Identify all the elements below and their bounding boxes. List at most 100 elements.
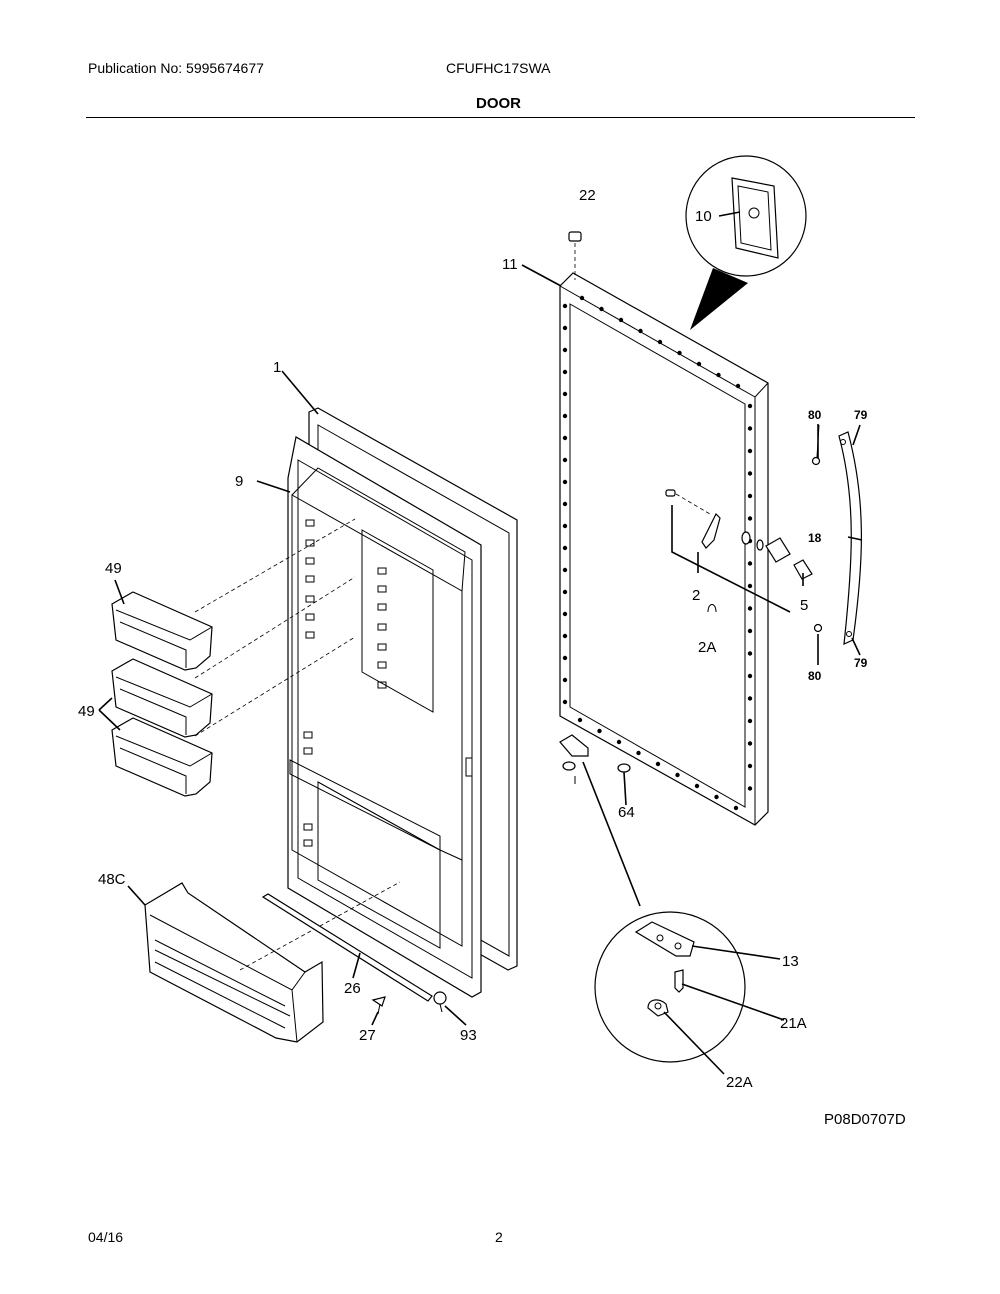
screw-hole <box>562 545 568 551</box>
screw-hole <box>616 739 622 745</box>
handle-screw-lower <box>813 623 823 633</box>
liner-clip-peg <box>305 519 315 527</box>
screw-hole <box>562 479 568 485</box>
model-number: CFUFHC17SWA <box>446 60 551 76</box>
label-18: 18 <box>808 531 822 545</box>
screw-hole <box>747 763 753 769</box>
header-rule <box>86 117 915 118</box>
screw-hole <box>735 383 741 389</box>
screw-hole <box>562 589 568 595</box>
bottom-hinge-detail-circle <box>594 911 746 1063</box>
screw-hole <box>562 457 568 463</box>
screw-hole <box>747 696 753 701</box>
fastener-93 <box>433 991 447 1013</box>
label-26: 26 <box>344 980 361 997</box>
screw-hole <box>677 350 682 356</box>
screw-hole <box>747 628 753 634</box>
label-80-top: 80 <box>808 408 822 422</box>
label-48C: 48C <box>98 871 126 888</box>
screw-hole <box>747 493 753 499</box>
footer-date: 04/16 <box>88 1229 124 1245</box>
top-plug <box>568 231 582 280</box>
page-number: 2 <box>495 1229 503 1245</box>
label-64: 64 <box>618 804 635 821</box>
screw-hole <box>618 317 624 323</box>
screw-hole <box>747 561 753 566</box>
liner-clip-peg <box>305 575 315 583</box>
label-5: 5 <box>800 597 808 614</box>
lock-assembly <box>665 489 813 613</box>
liner-clip-peg <box>377 623 387 631</box>
screw-hole <box>733 805 739 811</box>
liner-clip-peg <box>303 839 313 847</box>
screw-hole <box>562 699 568 705</box>
screw-hole <box>657 339 663 345</box>
screw-hole <box>577 717 583 723</box>
screw-hole <box>562 655 568 661</box>
screw-hole <box>562 501 568 507</box>
screw-hole <box>562 325 568 331</box>
screw-hole <box>675 772 680 778</box>
screw-hole <box>562 369 568 375</box>
label-79-bottom: 79 <box>854 656 868 670</box>
liner-clip-peg <box>305 539 315 547</box>
liner-clip-peg <box>377 681 387 689</box>
label-79-top: 79 <box>854 408 868 422</box>
screw-hole <box>562 633 568 639</box>
fastener-27 <box>371 996 386 1015</box>
liner-clip-peg <box>303 731 313 739</box>
liner-clip-peg <box>305 631 315 639</box>
label-2: 2 <box>692 587 700 604</box>
screw-hole <box>747 741 753 746</box>
screw-hole <box>562 413 568 419</box>
bottom-trim-bar <box>261 893 433 1002</box>
door-liner <box>287 436 482 998</box>
screw-hole <box>747 448 753 454</box>
liner-clip-peg <box>377 585 387 593</box>
screw-hole <box>747 403 753 409</box>
screw-hole <box>716 372 721 378</box>
screw-hole <box>747 673 753 679</box>
screw-hole <box>696 361 702 367</box>
screw-hole <box>636 750 641 756</box>
bottom-hinge-parts <box>559 734 631 784</box>
screw-hole <box>747 471 753 476</box>
screw-hole <box>638 328 643 334</box>
door-bin-lower <box>111 717 213 797</box>
bottom-door-bin <box>144 882 324 1043</box>
screw-hole <box>579 295 585 301</box>
screw-hole <box>694 783 700 789</box>
label-22A: 22A <box>726 1074 753 1091</box>
label-1: 1 <box>273 359 281 376</box>
door-bin-middle <box>111 658 213 738</box>
label-10: 10 <box>695 208 712 225</box>
label-22: 22 <box>579 187 596 204</box>
liner-clip-peg <box>305 613 315 621</box>
liner-clip-peg <box>303 823 313 831</box>
door-bin-upper <box>111 591 213 671</box>
label-21A: 21A <box>780 1015 807 1032</box>
liner-clip-peg <box>305 557 315 565</box>
screw-hole <box>562 523 568 529</box>
screw-hole <box>562 611 568 617</box>
diagram-code: P08D0707D <box>824 1111 906 1128</box>
label-13: 13 <box>782 953 799 970</box>
screw-hole <box>747 426 753 431</box>
liner-clip-peg <box>377 567 387 575</box>
screw-hole <box>747 651 753 656</box>
screw-hole <box>747 583 753 589</box>
label-9: 9 <box>235 473 243 490</box>
liner-clip-peg <box>377 643 387 651</box>
screw-hole <box>747 516 753 521</box>
publication-number: Publication No: 5995674677 <box>88 60 264 76</box>
section-title: DOOR <box>476 95 521 112</box>
screw-hole <box>655 761 661 767</box>
screw-hole <box>562 567 568 573</box>
screw-hole <box>714 794 719 800</box>
label-11: 11 <box>502 256 518 273</box>
liner-clip-peg <box>305 595 315 603</box>
label-2A: 2A <box>698 639 716 656</box>
label-49-top: 49 <box>105 560 122 577</box>
screw-hole <box>562 347 568 353</box>
